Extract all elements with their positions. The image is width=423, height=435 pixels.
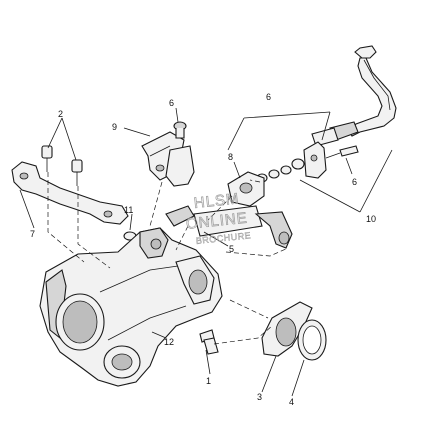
- callout-5: 5: [229, 244, 234, 254]
- screw-6-top: [173, 121, 187, 139]
- screw-1: [199, 329, 219, 355]
- fuel-line: [311, 45, 397, 147]
- o-ring: [297, 319, 327, 361]
- callout-11: 11: [124, 205, 133, 215]
- callout-6-right: 6: [352, 177, 357, 187]
- fuel-injector: [165, 205, 293, 249]
- callout-10: 10: [366, 214, 376, 224]
- sensor-bracket: [141, 131, 195, 187]
- assembly-dash-lines: [47, 172, 289, 345]
- gasket: [261, 301, 313, 357]
- fuel-fitting-plate: [303, 141, 327, 179]
- callout-6-set: 6: [266, 92, 271, 102]
- callout-9: 9: [112, 122, 117, 132]
- callout-1: 1: [206, 376, 211, 386]
- watermark-line-1: HLSM: [193, 190, 240, 212]
- screws-2: [41, 145, 83, 186]
- callout-7: 7: [30, 229, 35, 239]
- callout-8: 8: [228, 152, 233, 162]
- pressure-regulator: [227, 171, 265, 207]
- leader-lines: [19, 107, 393, 397]
- callout-12: 12: [164, 337, 174, 347]
- callout-6-top: 6: [169, 98, 174, 108]
- callout-labels: 2 9 6 6 8 6 10 7 11 5 12 1 3 4: [30, 92, 376, 407]
- callout-3: 3: [257, 392, 262, 402]
- callout-4: 4: [289, 397, 294, 407]
- mounting-bracket: [11, 161, 129, 225]
- screw-6-right: [325, 145, 359, 159]
- callout-2: 2: [58, 109, 63, 119]
- throttle-body: [39, 227, 223, 387]
